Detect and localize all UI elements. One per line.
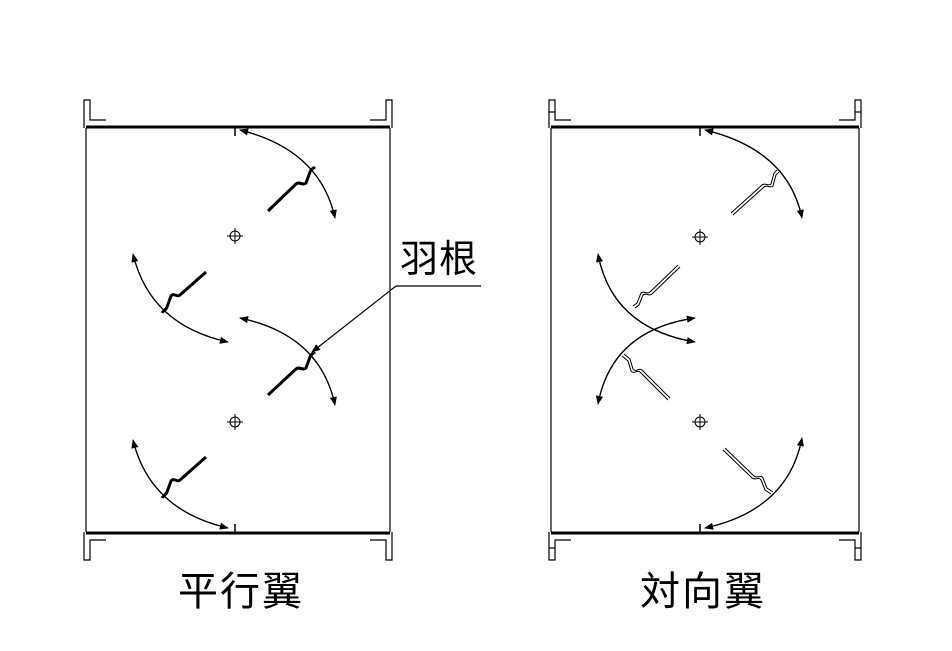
blade <box>266 350 317 397</box>
rotation-arrow <box>595 315 696 405</box>
blade <box>632 264 681 309</box>
blade <box>621 353 671 401</box>
blade-callout-label: 羽根 <box>400 237 479 281</box>
pivot-mark <box>692 229 708 245</box>
pivot-mark <box>692 414 708 430</box>
opposed-damper <box>548 99 862 561</box>
opposed-frame <box>548 99 862 561</box>
parallel-damper <box>83 99 393 561</box>
rotation-arrow <box>704 128 804 219</box>
rotation-arrow <box>131 439 229 530</box>
rotation-arrow <box>704 437 804 530</box>
opposed-blade-label: 対向翼 <box>640 569 766 615</box>
blade <box>160 455 207 499</box>
blade <box>730 169 780 216</box>
pivot-mark <box>227 228 243 244</box>
parallel-frame <box>83 99 393 561</box>
rotation-arrow <box>595 253 696 345</box>
blade <box>722 447 774 495</box>
pivot-mark <box>227 414 243 430</box>
rotation-arrow <box>239 128 337 219</box>
blade-callout-leader <box>311 285 481 353</box>
parallel-blade-label: 平行翼 <box>178 569 304 615</box>
blade <box>160 270 207 314</box>
rotation-arrow <box>239 316 337 406</box>
blade <box>266 165 317 213</box>
rotation-arrow <box>131 253 229 344</box>
